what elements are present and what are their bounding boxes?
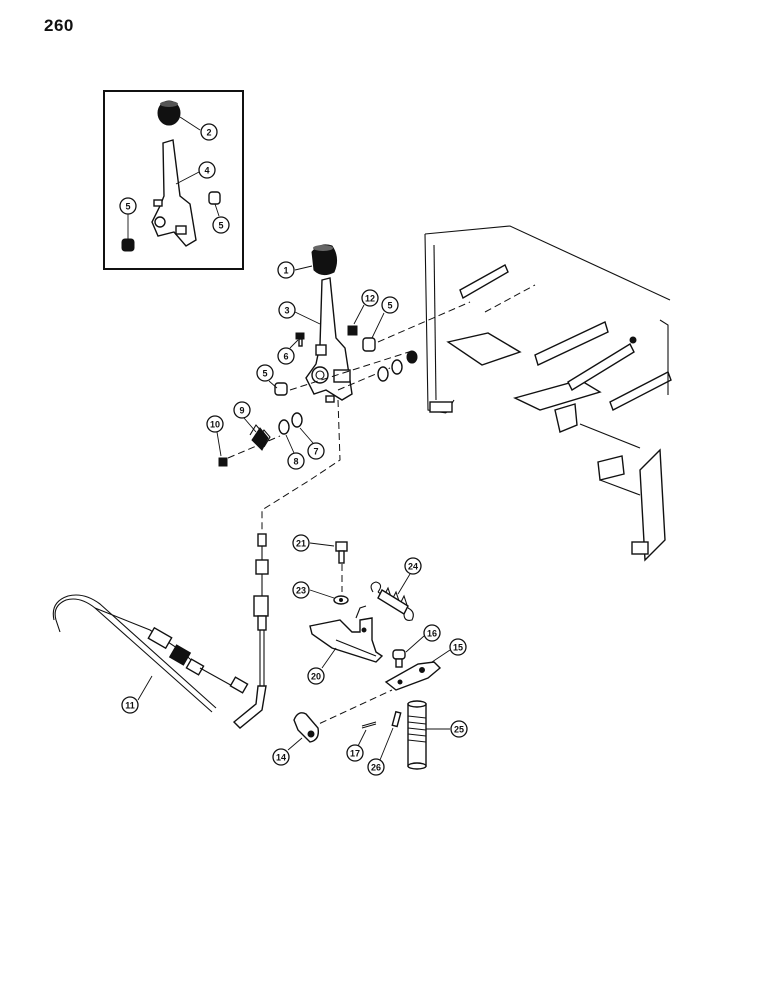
- callout-20: 20: [307, 667, 325, 685]
- callout-label: 5: [125, 202, 130, 212]
- spring-24: [370, 581, 414, 621]
- callout-17: 17: [346, 744, 364, 762]
- bolt-16: [392, 649, 406, 660]
- bushing-lower: [274, 382, 288, 396]
- callout-label: 9: [239, 406, 244, 416]
- callout-label: 14: [276, 753, 286, 763]
- callout-5: 5: [381, 296, 399, 314]
- lever-plate: [384, 661, 442, 691]
- callout-label: 21: [296, 539, 306, 549]
- page-number: 260: [44, 16, 74, 35]
- washer-7: [291, 412, 303, 428]
- callout-label: 5: [262, 369, 267, 379]
- callout-21: 21: [292, 534, 310, 552]
- callout-label: 2: [206, 128, 211, 138]
- bolt: [295, 332, 305, 340]
- callout-24: 24: [404, 557, 422, 575]
- callout-label: 5: [218, 221, 223, 231]
- bushing-upper: [362, 337, 376, 352]
- inset-lever: [151, 139, 197, 247]
- nut-small: [218, 457, 228, 467]
- callout-23: 23: [292, 581, 310, 599]
- callout-26: 26: [367, 758, 385, 776]
- nut: [347, 325, 358, 336]
- callout-1: 1: [277, 261, 295, 279]
- callout-label: 20: [311, 672, 321, 682]
- rod-end: [293, 712, 320, 743]
- callout-label: 4: [204, 166, 209, 176]
- housing-frame: [424, 225, 672, 562]
- callout-label: 23: [296, 586, 306, 596]
- callout-label: 15: [453, 643, 463, 653]
- bolt-21: [335, 541, 348, 552]
- callout-16: 16: [423, 624, 441, 642]
- shift-lever-assembly: [216, 244, 471, 467]
- callout-4: 4: [198, 161, 216, 179]
- callout-3: 3: [278, 301, 296, 319]
- callout-8: 8: [287, 452, 305, 470]
- callout-label: 5: [387, 301, 392, 311]
- callout-9: 9: [233, 401, 251, 419]
- callout-12: 12: [361, 289, 379, 307]
- callout-label: 1: [283, 266, 288, 276]
- callout-14: 14: [272, 748, 290, 766]
- callout-10: 10: [206, 415, 224, 433]
- callout-label: 26: [371, 763, 381, 773]
- callout-7: 7: [307, 442, 325, 460]
- bracket: [309, 617, 384, 663]
- shaft: [407, 700, 427, 770]
- callout-15: 15: [449, 638, 467, 656]
- callout-label: 6: [283, 352, 288, 362]
- inset-detail: [103, 90, 244, 270]
- callout-11: 11: [121, 696, 139, 714]
- callout-label: 10: [210, 420, 220, 430]
- callout-label: 11: [125, 701, 135, 711]
- callout-5: 5: [119, 197, 137, 215]
- inset-bushing-left: [121, 238, 135, 252]
- callout-label: 7: [313, 447, 318, 457]
- callout-label: 12: [365, 294, 375, 304]
- callout-label: 16: [427, 629, 437, 639]
- spring: [249, 424, 271, 451]
- lower-hardware: [287, 541, 451, 770]
- callout-label: 3: [284, 306, 289, 316]
- callout-label: 24: [408, 562, 418, 572]
- callout-label: 8: [293, 457, 298, 467]
- callout-label: 17: [350, 749, 360, 759]
- inset-bushing-right: [208, 191, 221, 205]
- callout-25: 25: [450, 720, 468, 738]
- callout-5: 5: [256, 364, 274, 382]
- callout-2: 2: [200, 123, 218, 141]
- callout-label: 25: [454, 725, 464, 735]
- callout-5: 5: [212, 216, 230, 234]
- control-cable: [52, 533, 269, 729]
- washer-8: [278, 419, 290, 435]
- callout-6: 6: [277, 347, 295, 365]
